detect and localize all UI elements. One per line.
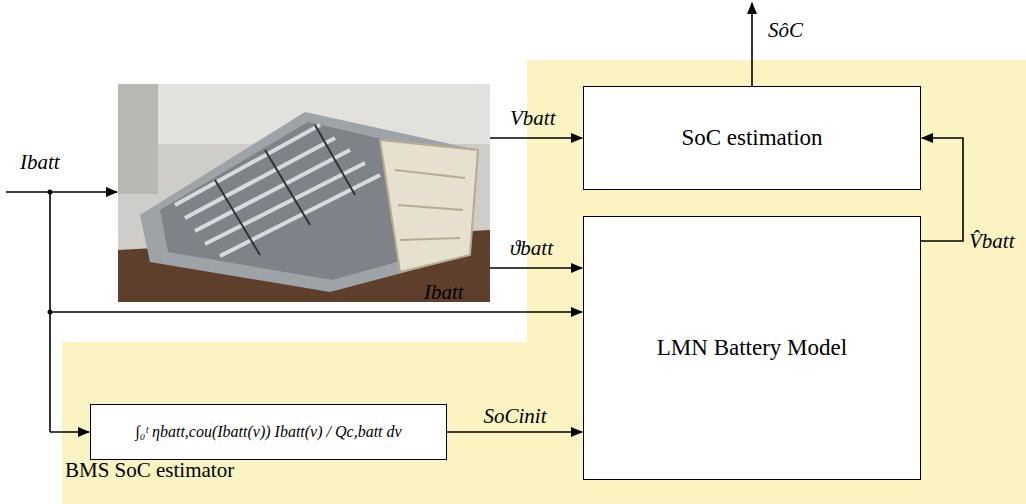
edge-label: SoCinit bbox=[483, 404, 546, 429]
integral-box: ∫₀ᵗ ηbatt,cou(Ibatt(ν)) Ibatt(ν) / Qc,ba… bbox=[90, 404, 447, 460]
model-box: LMN Battery Model bbox=[583, 216, 921, 480]
process-box: SoC estimation bbox=[583, 86, 921, 190]
signal-arrow bbox=[447, 431, 582, 433]
signal-name: Ibatt bbox=[424, 280, 464, 305]
box-text: SoC estimation bbox=[681, 125, 822, 151]
region-heading: BMS SoC estimator bbox=[65, 458, 234, 483]
signal-arrow bbox=[921, 138, 963, 241]
signal-name: Ibatt bbox=[20, 150, 60, 175]
signal-name: ϑbatt bbox=[510, 236, 553, 261]
edge-label: V̂batt bbox=[969, 229, 1015, 254]
box-text: ∫₀ᵗ ηbatt,cou(Ibatt(ν)) Ibatt(ν) / Qc,ba… bbox=[135, 423, 401, 441]
box-text: LMN Battery Model bbox=[657, 335, 847, 361]
signal-name: Vbatt bbox=[510, 106, 556, 131]
output-signal: SôC bbox=[768, 18, 803, 43]
